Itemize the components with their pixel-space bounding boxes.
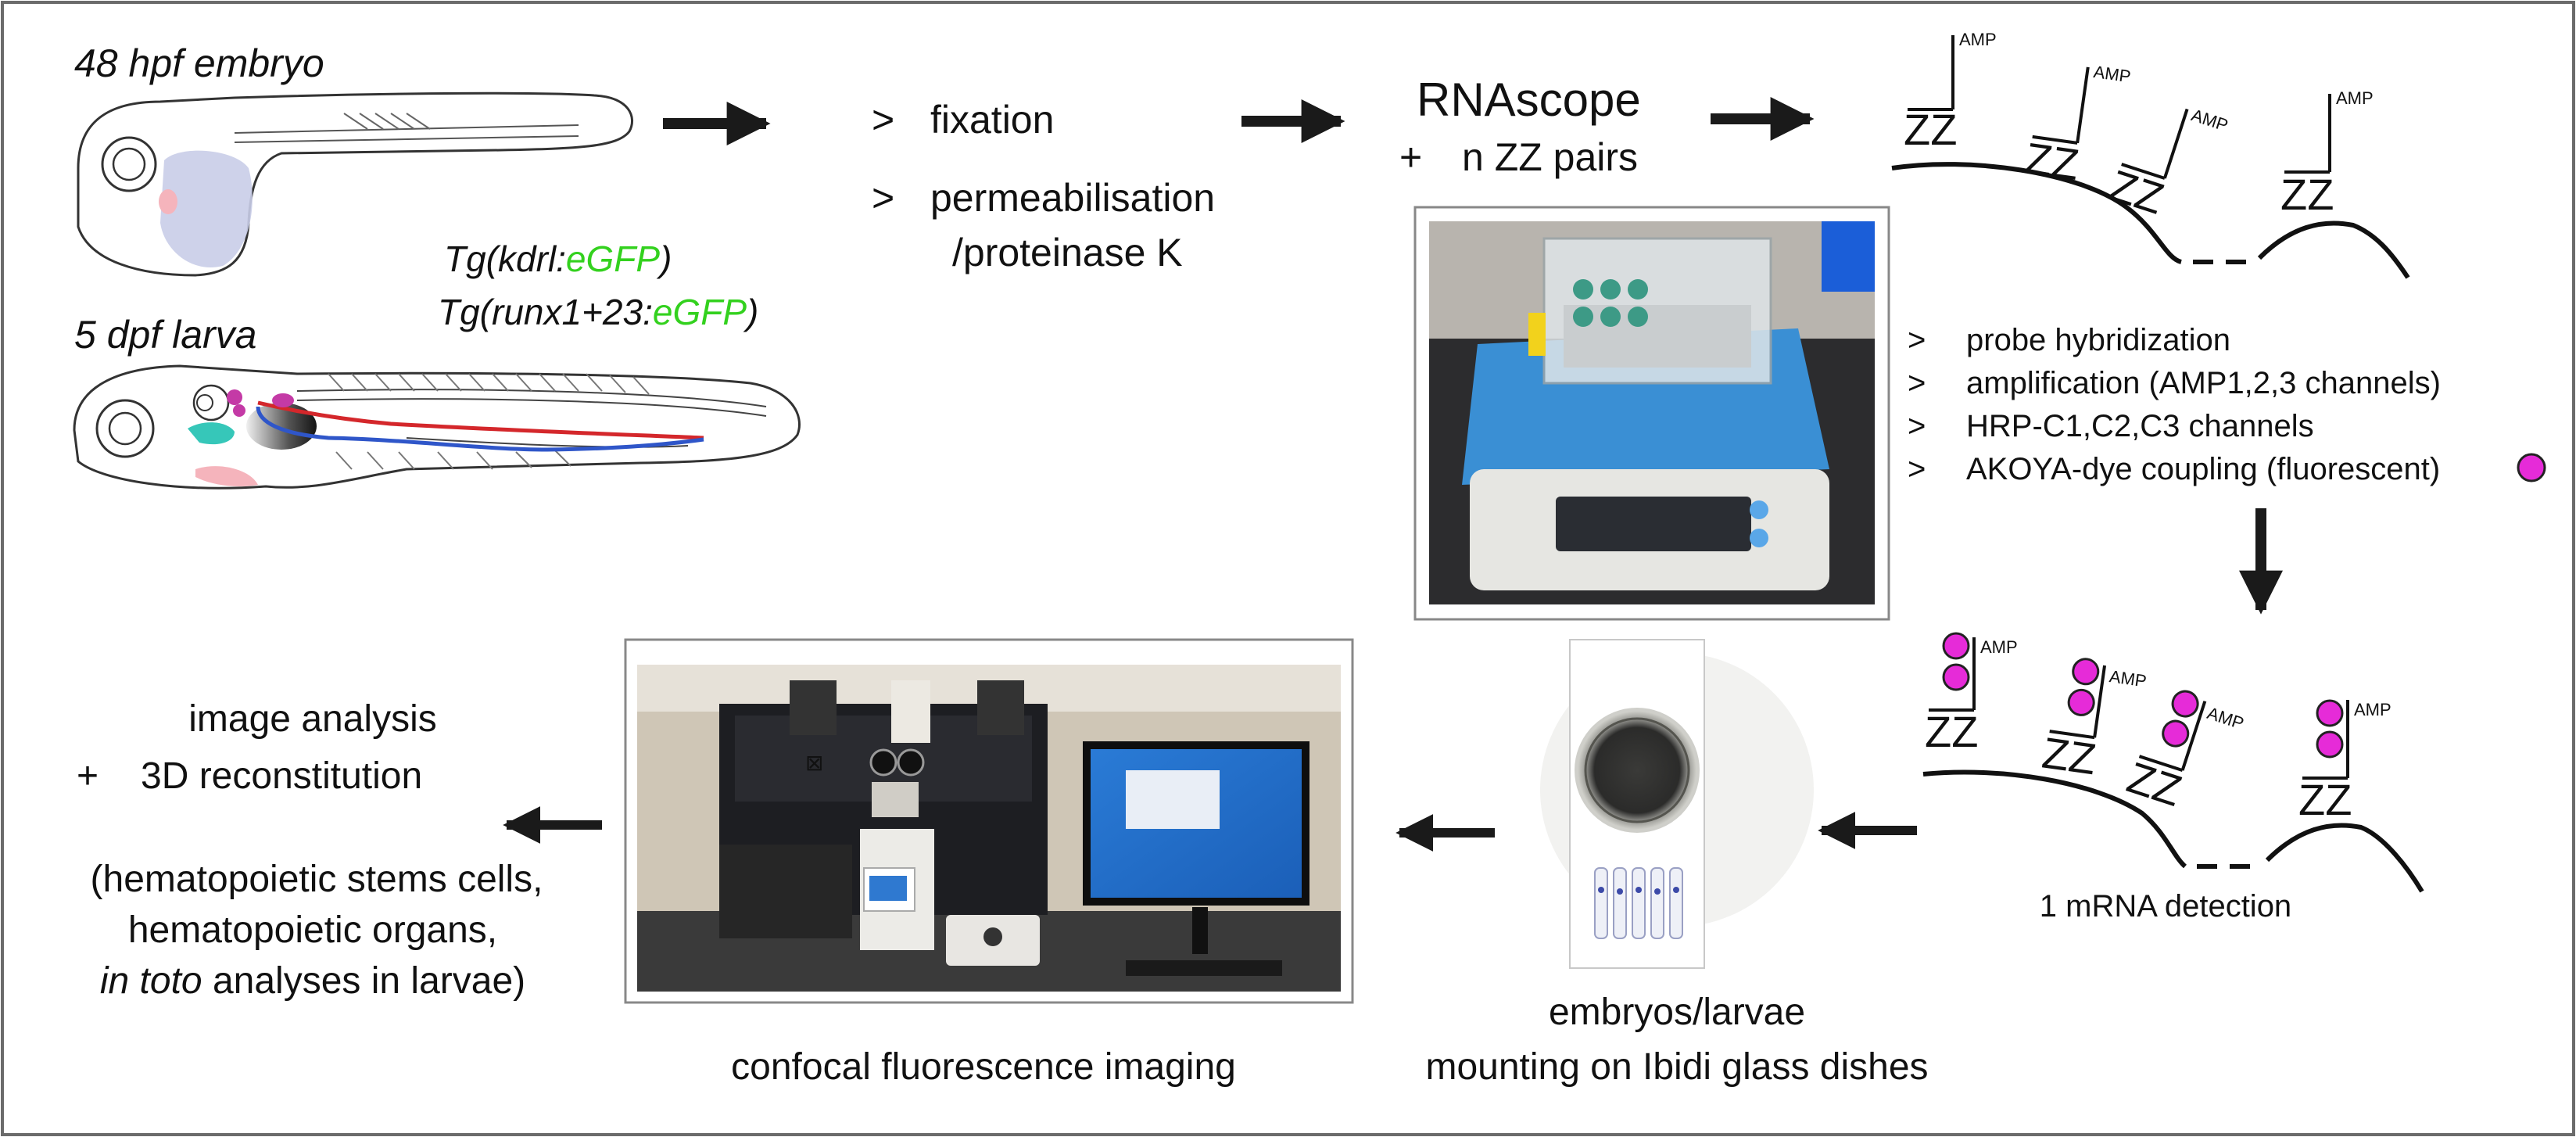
zz-label: ZZ bbox=[1925, 707, 1978, 756]
analysis-line4: hematopoietic organs, bbox=[128, 909, 497, 951]
proteinase-step: /proteinase K bbox=[952, 231, 1183, 274]
bullet: > bbox=[1908, 323, 1926, 357]
plus-sign: + bbox=[77, 755, 99, 797]
probe-binding-schematic: ZZ AMP ZZ AMP ZZ AMP ZZ AMP bbox=[1891, 30, 2410, 279]
hybridization-oven-photo bbox=[1413, 206, 1890, 621]
bullet: > bbox=[1908, 452, 1926, 486]
fixation-step: fixation bbox=[930, 98, 1054, 142]
bullet: > bbox=[1908, 366, 1926, 400]
analysis-line5: in toto analyses in larvae) bbox=[100, 960, 525, 1002]
larva-illustration bbox=[73, 364, 801, 490]
amp-label: AMP bbox=[2354, 700, 2391, 719]
gfp-text: eGFP bbox=[653, 292, 747, 332]
mounting-line1: embryos/larvae bbox=[1549, 992, 1805, 1033]
bullet: > bbox=[872, 98, 894, 142]
amp-label: AMP bbox=[2092, 62, 2132, 86]
step-probe-hybridization: probe hybridization bbox=[1966, 323, 2230, 357]
detection-label: 1 mRNA detection bbox=[2040, 889, 2291, 924]
zz-pairs-label: n ZZ pairs bbox=[1462, 135, 1638, 179]
step-hrp-channels: HRP-C1,C2,C3 channels bbox=[1966, 409, 2314, 443]
zz-label: ZZ bbox=[2298, 775, 2352, 824]
amp-label: AMP bbox=[2189, 105, 2230, 135]
tg-runx1-label: Tg(runx1+23:eGFP) bbox=[438, 292, 758, 332]
rnascope-title: RNAscope bbox=[1417, 74, 1641, 126]
analysis-line1: image analysis bbox=[188, 698, 436, 740]
mrna-detection-schematic: ZZ AMP ZZ AMP ZZ AMP ZZ AMP bbox=[1922, 632, 2424, 893]
tg-kdrl-label: Tg(kdrl:eGFP) bbox=[444, 239, 672, 279]
plus-sign: + bbox=[1399, 135, 1422, 179]
larva-label: 5 dpf larva bbox=[74, 313, 256, 357]
analysis-line2: 3D reconstitution bbox=[141, 755, 422, 797]
permeabilisation-step: permeabilisation bbox=[930, 176, 1215, 220]
step-dye-coupling: AKOYA-dye coupling (fluorescent) bbox=[1966, 452, 2440, 486]
analysis-line3: (hematopoietic stems cells, bbox=[91, 859, 543, 900]
embryo-illustration bbox=[77, 91, 633, 277]
step-amplification: amplification (AMP1,2,3 channels) bbox=[1966, 366, 2441, 400]
microscope-logo: ⊠ bbox=[805, 751, 823, 775]
bullet: > bbox=[1908, 409, 1926, 443]
amp-label: AMP bbox=[1959, 30, 1997, 49]
fluorescent-dye-dot bbox=[2517, 453, 2546, 482]
bullet: > bbox=[872, 176, 894, 220]
confocal-microscope-photo: ⊠ bbox=[624, 638, 1354, 1004]
imaging-label: confocal fluorescence imaging bbox=[731, 1046, 1236, 1088]
gfp-text: eGFP bbox=[566, 239, 660, 279]
zz-label: ZZ bbox=[1904, 105, 1957, 154]
mounting-line2: mounting on Ibidi glass dishes bbox=[1425, 1046, 1928, 1088]
zz-label: ZZ bbox=[2280, 170, 2334, 219]
amp-label: AMP bbox=[1980, 637, 2018, 657]
embryo-label: 48 hpf embryo bbox=[74, 41, 324, 85]
amp-label: AMP bbox=[2205, 703, 2246, 733]
amp-label: AMP bbox=[2336, 88, 2374, 108]
amp-label: AMP bbox=[2108, 666, 2148, 690]
ibidi-dish-photo bbox=[1540, 639, 1814, 969]
